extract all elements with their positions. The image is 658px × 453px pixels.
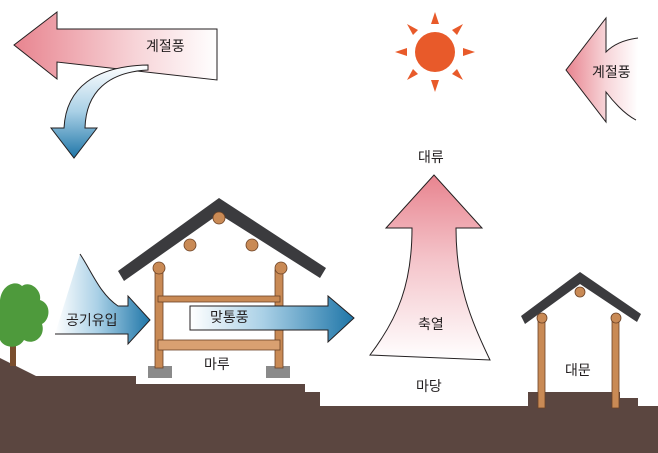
air-inflow-arrow	[55, 253, 151, 346]
air-inflow-label: 공기유입	[66, 313, 118, 329]
sun-icon	[395, 12, 475, 92]
cross-ventilation-label: 맞통풍	[210, 310, 249, 326]
main-gate-label: 대문	[565, 363, 591, 379]
convection-label: 대류	[418, 150, 444, 166]
heat-storage-label: 축열	[418, 317, 444, 333]
cool-air-descending-arrow	[49, 64, 149, 159]
main-gate	[521, 272, 641, 409]
seasonal-wind-right-label: 계절풍	[592, 65, 631, 81]
cross-ventilation-arrow	[189, 294, 355, 344]
yard-label: 마당	[416, 379, 442, 395]
main-house	[118, 198, 326, 378]
seasonal-wind-left-label: 계절풍	[146, 39, 185, 55]
convection-arrow	[369, 174, 491, 361]
maru-label: 마루	[204, 357, 230, 373]
seasonal-wind-arrow-left	[13, 10, 218, 81]
seasonal-wind-arrow-right	[565, 16, 639, 124]
ground	[0, 358, 658, 453]
tree-icon	[0, 283, 49, 366]
